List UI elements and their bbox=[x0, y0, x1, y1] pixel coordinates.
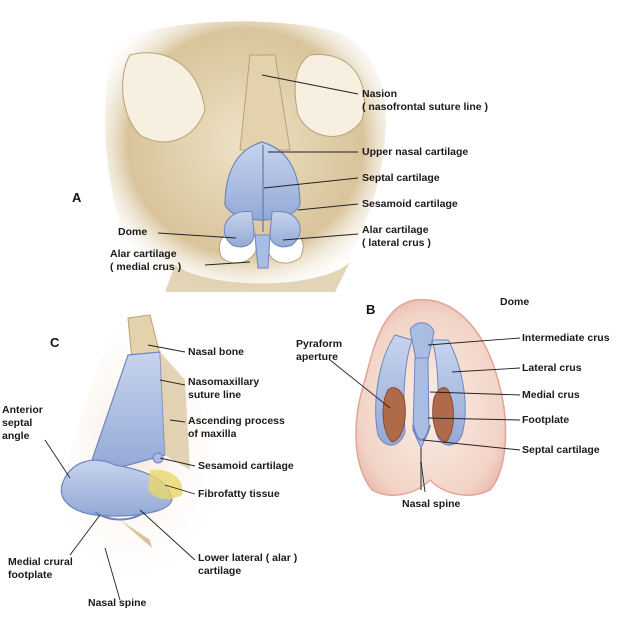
label-nasomaxillary-suture: suture line bbox=[188, 389, 242, 401]
pyriform-aperture-left bbox=[382, 387, 406, 443]
maxilla-base bbox=[165, 262, 350, 292]
label-footplate-c: footplate bbox=[8, 569, 53, 581]
label-angle: angle bbox=[2, 430, 30, 442]
label-lower-lateral-cartilage: Lower lateral ( alar ) bbox=[198, 552, 298, 564]
left-orbit bbox=[122, 52, 206, 143]
panel-b-letter: B bbox=[366, 302, 376, 317]
label-intermediate-crus: Intermediate crus bbox=[522, 332, 610, 344]
right-orbit bbox=[294, 53, 365, 137]
leaders-c bbox=[44, 344, 196, 601]
label-alar-cartilage-lateral: Alar cartilage bbox=[362, 224, 429, 236]
label-dome-a: Dome bbox=[118, 226, 148, 238]
label-nasal-spine-b: Nasal spine bbox=[402, 498, 461, 510]
label-anterior: Anterior bbox=[2, 404, 43, 416]
label-sesamoid-cartilage-a: Sesamoid cartilage bbox=[362, 198, 458, 210]
lower-lateral-cartilage-c bbox=[60, 459, 173, 517]
label-upper-nasal-cartilage: Upper nasal cartilage bbox=[362, 146, 469, 158]
panel-c-letter: C bbox=[50, 335, 60, 350]
label-nasomaxillary: Nasomaxillary bbox=[188, 376, 260, 388]
label-lateral-crus: Lateral crus bbox=[522, 362, 582, 374]
upper-lateral-cartilage-c bbox=[91, 351, 166, 471]
nasal-bones bbox=[239, 54, 291, 151]
label-alar-cartilage-medial: Alar cartilage bbox=[110, 248, 177, 260]
label-cartilage: cartilage bbox=[198, 565, 242, 577]
pyriform-aperture-right bbox=[432, 387, 454, 443]
label-pyriform: Pyraform bbox=[296, 338, 343, 350]
panel-a-letter: A bbox=[72, 190, 82, 205]
label-footplate: Footplate bbox=[522, 414, 570, 426]
label-ascending-process: Ascending process bbox=[188, 415, 285, 427]
alar-cartilage-lateral bbox=[269, 211, 301, 248]
nasal-spine-c bbox=[120, 520, 152, 548]
label-dome-b: Dome bbox=[500, 296, 530, 308]
label-pyriform-aperture: aperture bbox=[296, 351, 339, 363]
label-alar-lateral-subtitle: ( lateral crus ) bbox=[362, 237, 431, 249]
medial-crural-footplate-c bbox=[94, 511, 146, 521]
leaders-b bbox=[329, 337, 521, 493]
label-septal-cartilage-a: Septal cartilage bbox=[362, 172, 440, 184]
label-of-maxilla: of maxilla bbox=[188, 428, 237, 440]
label-fibrofatty-tissue: Fibrofatty tissue bbox=[198, 488, 280, 500]
label-alar-medial-subtitle: ( medial crus ) bbox=[110, 261, 182, 273]
leaders-a bbox=[157, 74, 359, 266]
label-nasal-spine-c: Nasal spine bbox=[88, 597, 147, 609]
intermediate-crura bbox=[409, 322, 435, 361]
panel-a-drawing bbox=[105, 21, 386, 292]
label-nasal-bone: Nasal bone bbox=[188, 346, 245, 358]
label-septal: septal bbox=[2, 417, 33, 429]
label-septal-cartilage-b: Septal cartilage bbox=[522, 444, 600, 456]
label-sesamoid-cartilage-c: Sesamoid cartilage bbox=[198, 460, 294, 472]
fibrofatty-tissue bbox=[148, 469, 183, 500]
label-medial-crural: Medial crural bbox=[8, 556, 73, 568]
panel-b-drawing bbox=[329, 299, 521, 496]
medial-crura bbox=[254, 234, 271, 269]
panel-c-drawing bbox=[44, 314, 225, 601]
label-nasion: Nasion bbox=[362, 88, 398, 100]
label-nasion-subtitle: ( nasofrontal suture line ) bbox=[362, 101, 489, 113]
sesamoid-cartilage-c bbox=[152, 452, 164, 464]
label-medial-crus: Medial crus bbox=[522, 389, 580, 401]
footplate-b bbox=[412, 424, 431, 441]
